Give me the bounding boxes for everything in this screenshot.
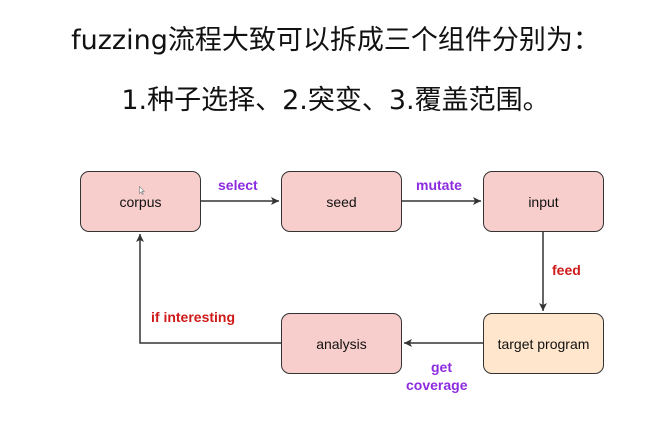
mouse-cursor-icon xyxy=(139,186,145,195)
seed-label: seed xyxy=(326,193,357,210)
title-line-2: 1.种子选择、2.突变、3.覆盖范围。 xyxy=(121,85,550,116)
title-line-1: fuzzing流程大致可以拆成三个组件分别为： xyxy=(71,25,600,56)
select-edge-label: select xyxy=(218,177,258,193)
if-interesting-edge-label: if interesting xyxy=(151,309,236,325)
corpus-node: corpus xyxy=(80,171,201,232)
get-edge-label: get xyxy=(431,359,452,375)
input-label: input xyxy=(528,193,559,210)
target-program-node: target program xyxy=(483,313,604,374)
arrow-analysis-to-corpus xyxy=(136,234,281,344)
seed-node: seed xyxy=(281,171,402,232)
corpus-label: corpus xyxy=(119,193,162,210)
mutate-edge-label: mutate xyxy=(416,177,462,193)
analysis-label: analysis xyxy=(316,335,367,352)
feed-edge-label: feed xyxy=(552,262,581,278)
target-program-label: target program xyxy=(497,335,590,352)
analysis-node: analysis xyxy=(281,313,402,374)
input-node: input xyxy=(483,171,604,232)
coverage-edge-label: coverage xyxy=(406,377,468,393)
